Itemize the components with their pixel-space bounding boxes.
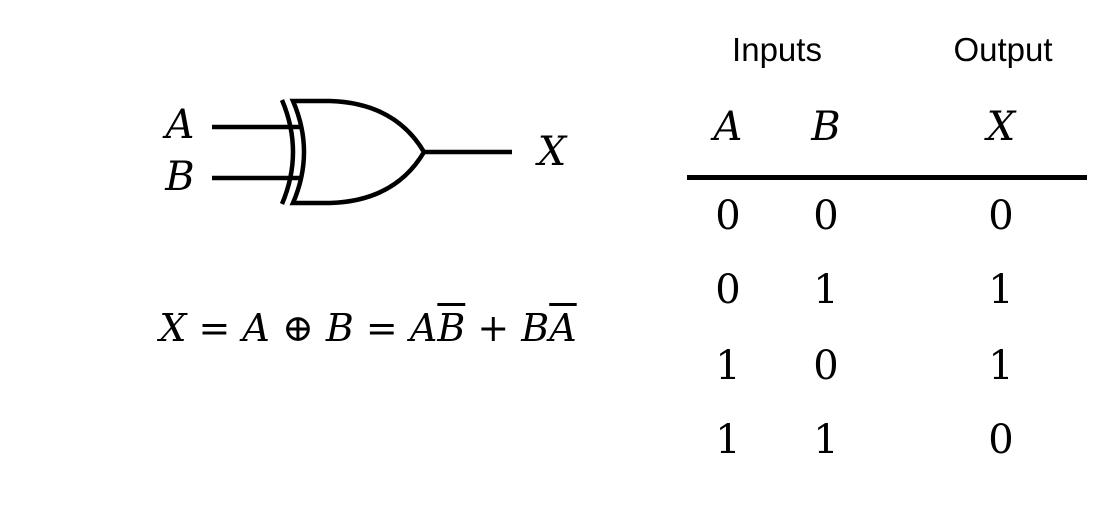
term1-a: A: [409, 306, 438, 350]
column-header-x: X: [986, 104, 1016, 150]
cell-b: 0: [813, 343, 839, 389]
inputs-header: Inputs: [732, 31, 822, 68]
column-header-a: A: [713, 104, 743, 150]
input-b-label: B: [165, 154, 195, 200]
cell-x: 1: [988, 343, 1014, 389]
output-label: X: [537, 129, 567, 175]
cell-a: 1: [715, 343, 741, 389]
cell-a: 1: [715, 417, 741, 463]
term2-a-bar: A: [549, 306, 577, 350]
term1-b-bar: B: [437, 306, 466, 350]
cell-x: 1: [988, 267, 1014, 313]
cell-a: 0: [715, 193, 741, 239]
eq-b: B: [325, 306, 354, 350]
output-header: Output: [953, 31, 1053, 68]
cell-a: 0: [715, 267, 741, 313]
gate-body: [289, 98, 427, 206]
eq-sign-1: =: [198, 306, 231, 350]
eq-sign-2: =: [365, 306, 398, 350]
cell-b: 0: [813, 193, 839, 239]
input-a-label: A: [165, 102, 195, 148]
plus-sign: +: [477, 306, 510, 350]
term2-b: B: [521, 306, 550, 350]
cell-b: 1: [813, 417, 839, 463]
eq-lhs: X: [159, 306, 187, 350]
xor-operator: ⊕: [281, 306, 314, 350]
header-divider: [687, 175, 1087, 180]
cell-x: 0: [988, 417, 1014, 463]
xor-extra-arc: [279, 99, 296, 205]
boolean-equation: X = A ⊕ B = AB + BA: [159, 306, 576, 350]
column-header-b: B: [811, 104, 841, 150]
eq-a: A: [242, 306, 270, 350]
cell-b: 1: [813, 267, 839, 313]
cell-x: 0: [988, 193, 1014, 239]
